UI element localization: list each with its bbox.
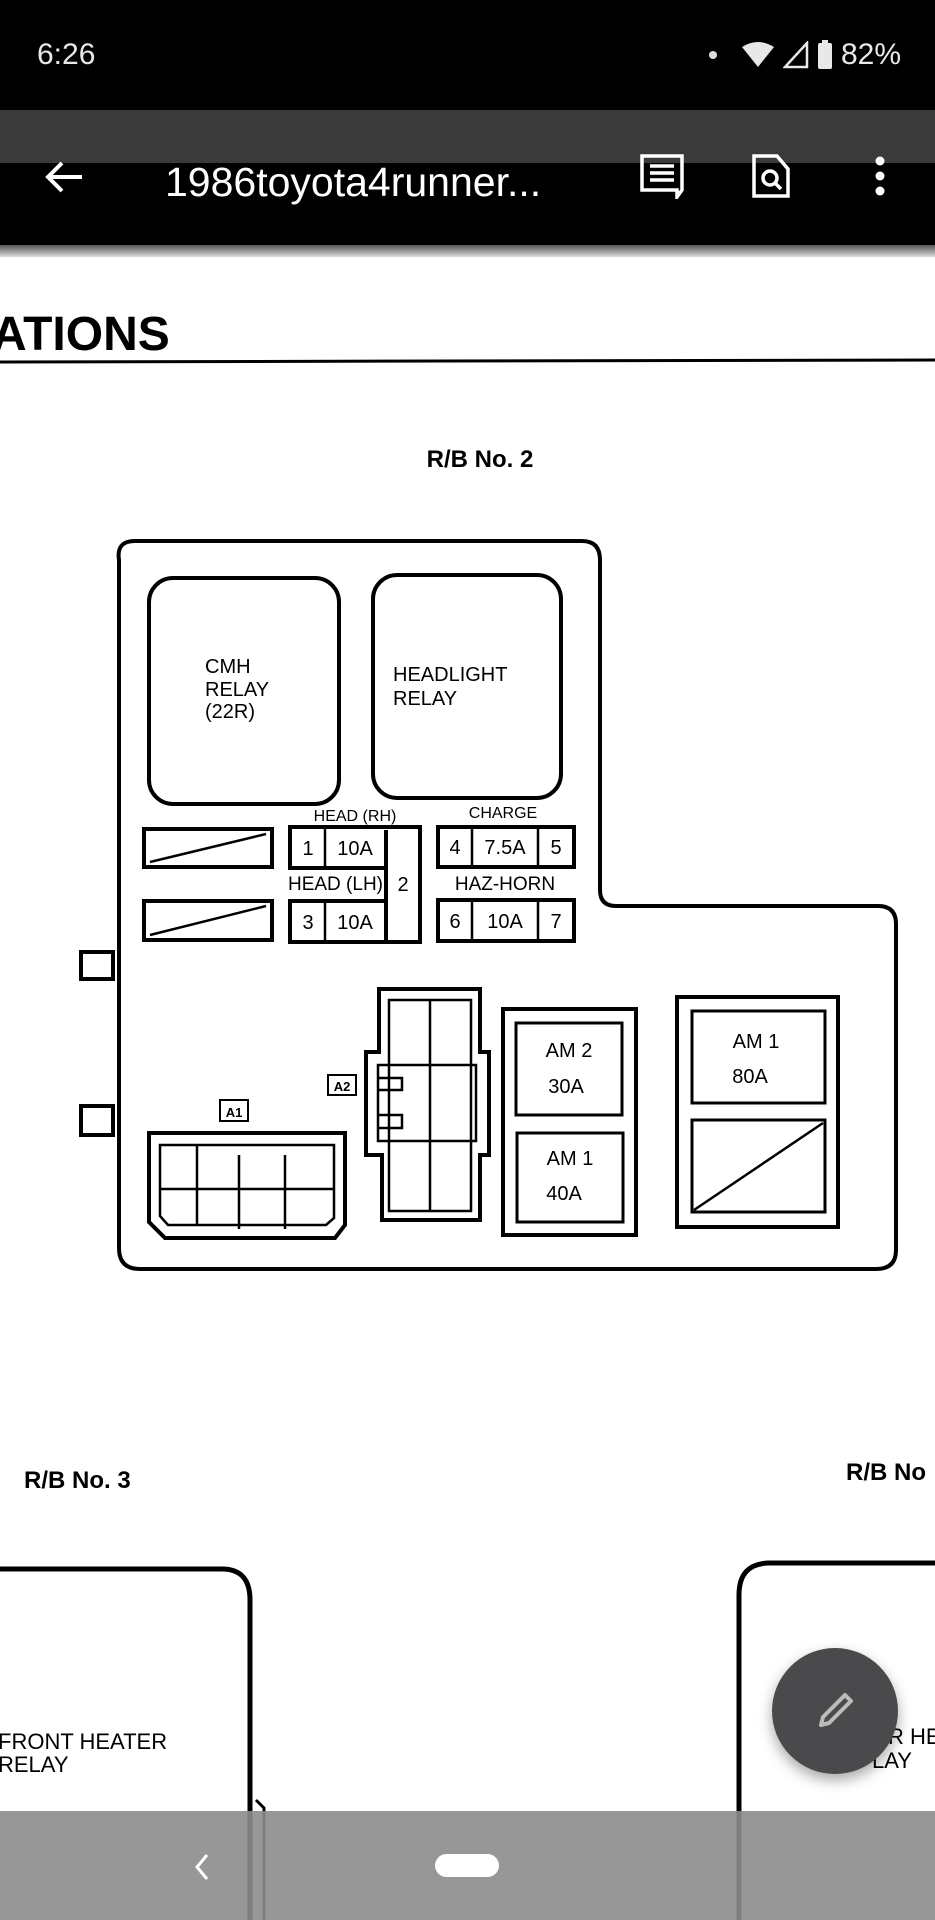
headlight-relay (371, 573, 563, 800)
nav-back-icon[interactable] (192, 1852, 212, 1882)
pencil-icon (819, 1693, 853, 1727)
fuse-2-label: 2 (397, 874, 408, 896)
charge-label: CHARGE (469, 805, 537, 822)
relay-block-3 (0, 1566, 253, 1920)
heading-rule (0, 358, 935, 364)
cmh-relay-label: CMH (205, 656, 251, 678)
toolbar-divider (0, 245, 935, 257)
find-in-document-button[interactable] (742, 148, 800, 204)
cmh-relay (147, 576, 341, 806)
spare-slot-2 (142, 899, 274, 942)
am1-80-label: AM 1 (733, 1031, 780, 1053)
head-lh-label: HEAD (LH) (288, 874, 383, 895)
rb3-title: R/B No. 3 (24, 1467, 131, 1494)
am1-40-rating: 40A (546, 1183, 582, 1205)
spare-slot-3 (690, 1118, 827, 1214)
spare-slot-1 (142, 827, 274, 869)
comment-icon (640, 154, 684, 199)
heater-relay-label: R HE (888, 1724, 935, 1749)
wifi-icon (741, 42, 774, 67)
fuse-am1-40a (515, 1131, 625, 1224)
fuse-4-number: 4 (449, 837, 460, 859)
cmh-relay-label: RELAY (205, 679, 269, 701)
fuse-5-number: 5 (550, 837, 561, 859)
relay-block-4 (736, 1560, 935, 1920)
front-heater-relay-label: RELAY (0, 1752, 69, 1777)
annotate-fab-button[interactable] (772, 1648, 898, 1774)
fuse-1-rating: 10A (337, 838, 373, 860)
connector-a2 (364, 987, 491, 1222)
more-vert-icon (875, 156, 885, 196)
head-rh-label: HEAD (RH) (314, 808, 397, 825)
am2-label: AM 2 (546, 1040, 593, 1062)
more-options-button[interactable] (860, 148, 900, 204)
toolbar-shadow-strip (0, 110, 935, 163)
arrow-left-icon (45, 161, 82, 193)
am2-rating: 30A (548, 1076, 584, 1098)
rb2-title: R/B No. 2 (427, 446, 534, 473)
front-heater-relay-label: FRONT HEATER (0, 1729, 167, 1754)
connector-a1-label: A1 (226, 1105, 243, 1120)
am1-80-rating: 80A (732, 1066, 768, 1088)
comments-button[interactable] (632, 148, 692, 204)
app-toolbar (0, 163, 935, 245)
fuse-charge-rating: 7.5A (484, 837, 526, 859)
fuse-am2 (514, 1021, 624, 1117)
fuse-block-80a (675, 995, 840, 1229)
headlight-relay-label: HEADLIGHT (393, 664, 507, 686)
fuse-3-number: 3 (302, 912, 313, 934)
fuse-charge (436, 825, 576, 869)
document-search-icon (752, 154, 790, 198)
cmh-relay-label: (22R) (205, 701, 255, 723)
connector-a1 (147, 1131, 347, 1240)
document-title: 1986toyota4runner... (165, 159, 542, 205)
relay-block-2 (79, 539, 898, 1271)
rb4-title: R/B No (846, 1459, 926, 1486)
battery-level: 82% (840, 38, 901, 71)
side-tab-2 (79, 1104, 115, 1137)
fuse-6-number: 6 (449, 911, 460, 933)
notification-dot-icon (708, 51, 717, 59)
clock: 6:26 (37, 38, 96, 71)
battery-icon (817, 40, 832, 69)
fuse-haz-horn (436, 898, 576, 943)
fuse-1-number: 1 (302, 838, 313, 860)
back-button[interactable] (36, 152, 92, 202)
fusible-link-block (501, 1007, 638, 1237)
nav-home-pill[interactable] (435, 1854, 499, 1877)
haz-horn-label: HAZ-HORN (455, 874, 555, 895)
side-tab-1 (79, 950, 115, 981)
am1-40-label: AM 1 (547, 1148, 594, 1170)
status-bar: 6:26 82% (0, 0, 935, 110)
headlight-relay-label: RELAY (393, 688, 457, 710)
fuse-7-number: 7 (550, 911, 561, 933)
fuse-am1-80a (690, 1009, 827, 1105)
section-heading: ATIONS (0, 308, 170, 361)
connector-a2-label-box (327, 1074, 357, 1096)
connector-a1-label-box (219, 1099, 249, 1122)
system-navigation-bar (0, 1811, 935, 1920)
fuse-3-rating: 10A (337, 912, 373, 934)
cell-signal-icon (782, 41, 809, 69)
connector-a2-label: A2 (334, 1079, 351, 1094)
fuse-haz-rating: 10A (487, 911, 523, 933)
